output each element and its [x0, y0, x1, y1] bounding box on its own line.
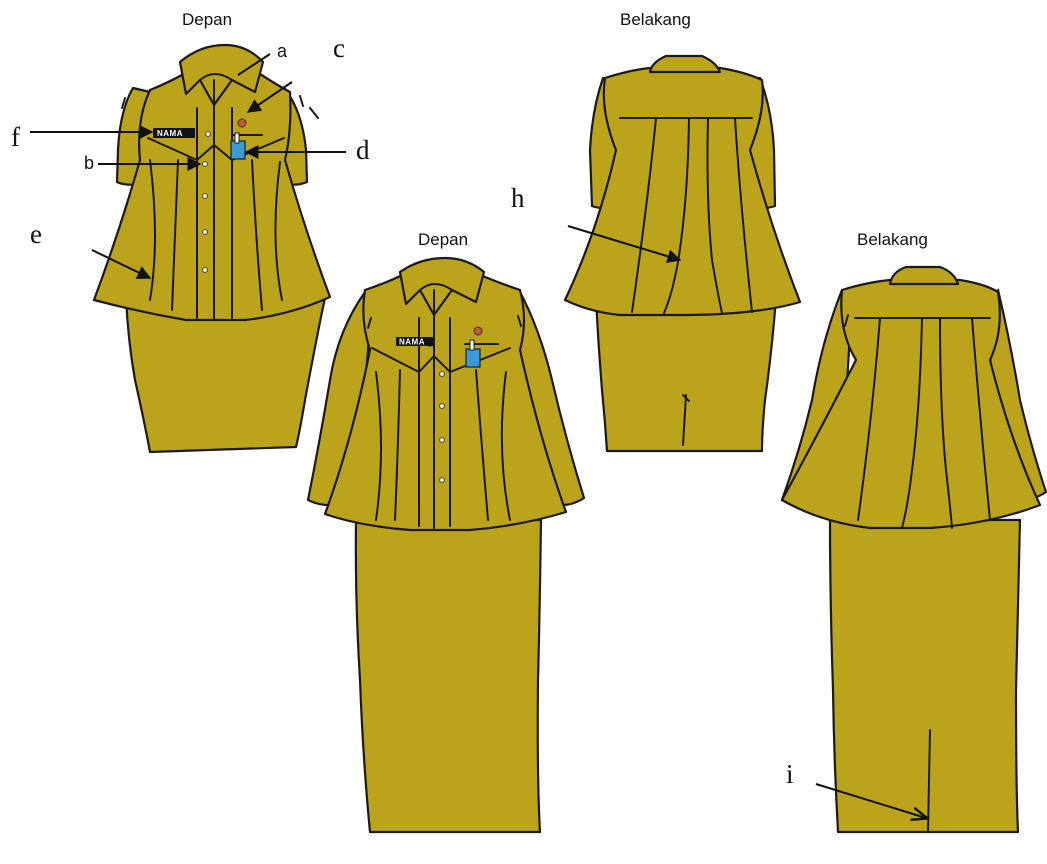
skirt-back-short: [594, 296, 778, 453]
view-label-back-long: Belakang: [857, 230, 928, 249]
back-collar-short: [648, 54, 722, 74]
jacket-body-back-long: [780, 278, 1042, 530]
callout-a: a: [277, 41, 288, 61]
skirt-back-long: [828, 518, 1022, 834]
badge-icon: [237, 118, 247, 128]
skirt-front-short: [124, 296, 327, 454]
jacket-body-back-short: [563, 66, 802, 317]
callout-d: d: [356, 135, 370, 165]
view-label-front-long: Depan: [418, 230, 468, 249]
badge-icon: [473, 326, 483, 336]
short-sleeve-front-view: NAMA: [92, 43, 332, 454]
long-sleeve-front-view: NAMA: [306, 256, 586, 834]
pointer-a: [237, 53, 271, 76]
callout-f: f: [11, 122, 20, 152]
long-sleeve-back-view: [780, 265, 1047, 834]
callout-c: c: [333, 33, 345, 63]
pointer-i: [815, 783, 926, 818]
view-label-front-short: Depan: [182, 10, 232, 29]
jacket-body-front-long: [323, 264, 568, 532]
pointer-e: [91, 249, 152, 279]
name-tag-front-short: NAMA: [153, 128, 195, 138]
button-icon: [202, 131, 211, 273]
callout-i: i: [786, 759, 794, 789]
skirt-front-long: [354, 518, 543, 834]
id-pocket-icon: [465, 348, 481, 368]
pointer-h: [567, 225, 682, 264]
svg-text:NAMA: NAMA: [399, 338, 425, 347]
id-pocket-icon: [230, 140, 246, 160]
callout-h: h: [511, 183, 525, 213]
callout-b: b: [84, 153, 94, 173]
pointer-c: [246, 81, 293, 113]
view-label-back-short: Belakang: [620, 10, 691, 29]
short-sleeve-back-view: [563, 54, 802, 453]
back-collar-long: [888, 265, 960, 286]
name-tag-front-long: NAMA: [396, 337, 433, 347]
callout-e: e: [30, 219, 42, 249]
svg-text:NAMA: NAMA: [157, 129, 183, 138]
collar-front-long: [398, 256, 486, 317]
